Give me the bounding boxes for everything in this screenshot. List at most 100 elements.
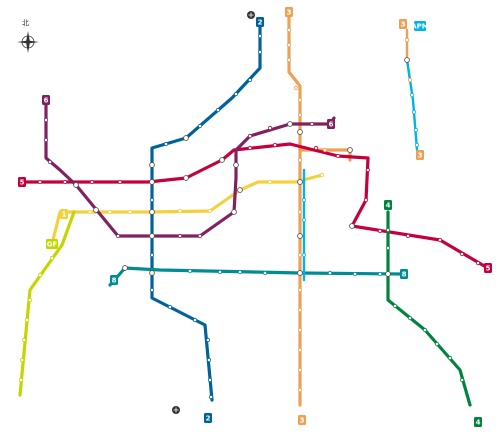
interchange-station-marker[interactable] xyxy=(404,57,410,63)
station-marker[interactable] xyxy=(19,357,25,363)
station-marker[interactable] xyxy=(335,153,341,159)
station-marker[interactable] xyxy=(89,179,95,185)
station-marker[interactable] xyxy=(24,317,30,323)
station-marker[interactable] xyxy=(177,208,183,214)
station-marker[interactable] xyxy=(297,97,303,103)
interchange-station-marker[interactable] xyxy=(233,162,239,168)
interchange-station-marker[interactable] xyxy=(73,182,79,188)
station-marker[interactable] xyxy=(313,145,319,151)
station-marker[interactable] xyxy=(286,57,292,63)
interchange-station-marker[interactable] xyxy=(122,265,128,271)
station-marker[interactable] xyxy=(18,377,24,383)
interchange-station-marker[interactable] xyxy=(297,270,303,276)
station-marker[interactable] xyxy=(197,233,203,239)
station-marker[interactable] xyxy=(392,303,398,309)
station-marker[interactable] xyxy=(459,251,465,257)
station-marker[interactable] xyxy=(206,357,212,363)
station-marker[interactable] xyxy=(385,227,391,233)
station-marker[interactable] xyxy=(297,387,303,393)
interchange-station-marker[interactable] xyxy=(297,129,303,135)
station-marker[interactable] xyxy=(301,252,307,258)
station-marker[interactable] xyxy=(127,209,133,215)
interchange-station-marker[interactable] xyxy=(237,187,243,193)
station-marker[interactable] xyxy=(149,197,155,203)
station-marker[interactable] xyxy=(286,42,292,48)
station-marker[interactable] xyxy=(437,237,443,243)
station-marker[interactable] xyxy=(163,141,169,147)
station-marker[interactable] xyxy=(177,233,183,239)
station-marker[interactable] xyxy=(272,142,278,148)
station-marker[interactable] xyxy=(297,112,303,118)
station-marker[interactable] xyxy=(37,179,43,185)
station-marker[interactable] xyxy=(297,287,303,293)
station-marker[interactable] xyxy=(301,217,307,223)
station-marker[interactable] xyxy=(62,179,68,185)
interchange-station-marker[interactable] xyxy=(287,121,293,127)
station-marker[interactable] xyxy=(297,157,303,163)
station-marker[interactable] xyxy=(27,297,33,303)
station-marker[interactable] xyxy=(205,337,211,343)
station-marker[interactable] xyxy=(43,117,49,123)
station-marker[interactable] xyxy=(215,107,221,113)
station-marker[interactable] xyxy=(297,347,303,353)
station-marker[interactable] xyxy=(197,123,203,129)
interchange-station-marker[interactable] xyxy=(149,233,155,239)
station-marker[interactable] xyxy=(447,355,453,361)
station-marker[interactable] xyxy=(217,269,223,275)
interchange-station-marker[interactable] xyxy=(183,175,189,181)
station-marker[interactable] xyxy=(407,315,413,321)
station-marker[interactable] xyxy=(322,147,328,153)
interchange-station-marker[interactable] xyxy=(93,207,99,213)
interchange-station-marker[interactable] xyxy=(231,209,237,215)
station-marker[interactable] xyxy=(286,27,292,33)
station-marker[interactable] xyxy=(47,159,53,165)
interchange-station-marker[interactable] xyxy=(297,233,303,239)
station-marker[interactable] xyxy=(187,268,193,274)
station-marker[interactable] xyxy=(405,233,411,239)
station-marker[interactable] xyxy=(414,142,420,148)
interchange-station-marker[interactable] xyxy=(297,179,303,185)
station-marker[interactable] xyxy=(297,327,303,333)
station-marker[interactable] xyxy=(413,127,419,133)
station-marker[interactable] xyxy=(352,271,358,277)
station-marker[interactable] xyxy=(409,92,415,98)
station-marker[interactable] xyxy=(247,145,253,151)
station-marker[interactable] xyxy=(115,233,121,239)
station-marker[interactable] xyxy=(301,197,307,203)
station-marker[interactable] xyxy=(297,307,303,313)
interchange-station-marker[interactable] xyxy=(149,270,155,276)
station-marker[interactable] xyxy=(247,133,253,139)
interchange-station-marker[interactable] xyxy=(149,162,155,168)
station-marker[interactable] xyxy=(149,287,155,293)
station-marker[interactable] xyxy=(327,270,333,276)
station-marker[interactable] xyxy=(257,49,263,55)
station-marker[interactable] xyxy=(319,172,325,178)
station-marker[interactable] xyxy=(363,197,369,203)
station-marker[interactable] xyxy=(411,109,417,115)
station-marker[interactable] xyxy=(207,377,213,383)
station-marker[interactable] xyxy=(297,367,303,373)
station-marker[interactable] xyxy=(422,327,428,333)
station-marker[interactable] xyxy=(365,167,371,173)
station-marker[interactable] xyxy=(459,377,465,383)
station-marker[interactable] xyxy=(262,270,268,276)
interchange-station-marker[interactable] xyxy=(347,147,353,153)
station-marker[interactable] xyxy=(267,125,273,131)
station-marker[interactable] xyxy=(434,341,440,347)
interchange-station-marker[interactable] xyxy=(219,157,225,163)
station-marker[interactable] xyxy=(404,37,410,43)
station-marker[interactable] xyxy=(107,209,113,215)
interchange-station-marker[interactable] xyxy=(149,209,155,215)
station-marker[interactable] xyxy=(247,77,253,83)
station-marker[interactable] xyxy=(208,394,214,400)
interchange-station-marker[interactable] xyxy=(385,271,391,277)
station-marker[interactable] xyxy=(407,77,413,83)
station-marker[interactable] xyxy=(192,317,198,323)
station-marker[interactable] xyxy=(167,304,173,310)
station-marker[interactable] xyxy=(233,91,239,97)
station-marker[interactable] xyxy=(309,121,315,127)
station-marker[interactable] xyxy=(21,337,27,343)
station-marker[interactable] xyxy=(37,272,43,278)
interchange-station-marker[interactable] xyxy=(183,135,189,141)
station-marker[interactable] xyxy=(267,179,273,185)
